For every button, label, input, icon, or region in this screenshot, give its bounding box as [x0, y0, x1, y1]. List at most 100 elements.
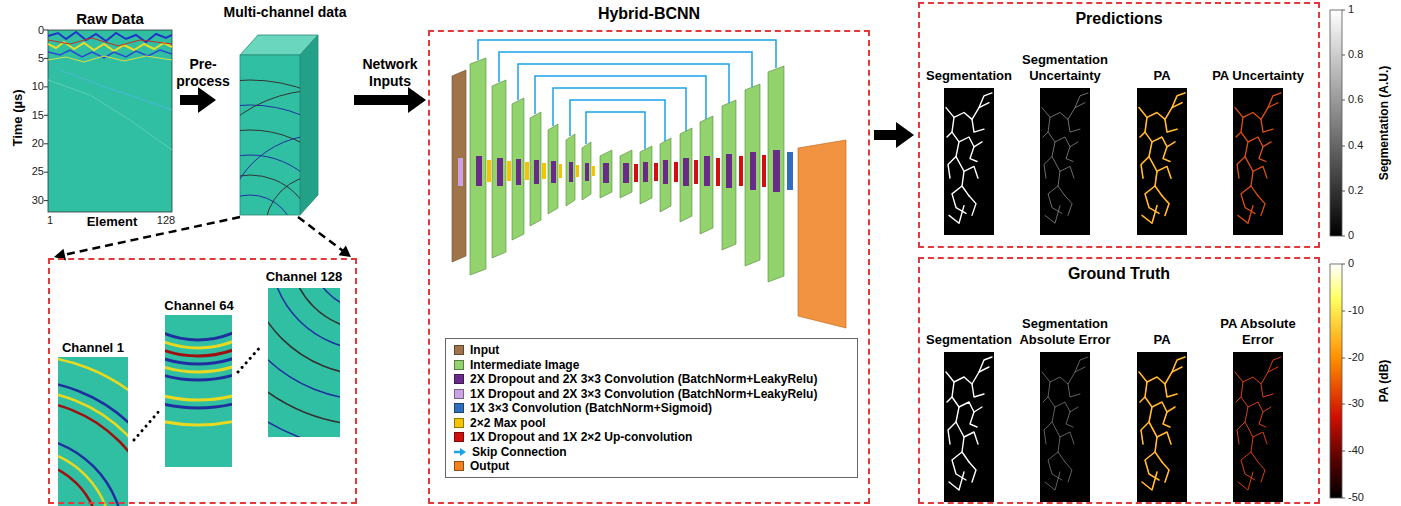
arrow-connector [180, 87, 216, 113]
legend-text: 2X Dropout and 2X 3×3 Convolution (Batch… [470, 372, 817, 386]
network-illustration [674, 162, 678, 182]
network-illustration [745, 84, 760, 266]
network-illustration [534, 160, 539, 184]
legend-box: InputIntermediate Image2X Dropout and 2X… [445, 338, 858, 478]
skip-connection [586, 112, 645, 149]
colorbar [1342, 55, 1345, 56]
channel-images [165, 315, 232, 364]
tick-label: 1 [47, 214, 53, 227]
legend-swatch [454, 403, 464, 413]
legend-row: 1X 3×3 Convolution (BatchNorm+Sigmoid) [454, 401, 849, 416]
data-cube [240, 80, 300, 215]
raw-data-plot [48, 30, 172, 212]
colorbar [1342, 146, 1345, 147]
channel-images [268, 288, 340, 375]
channel-images [268, 288, 340, 425]
tick-label: 10 [32, 80, 44, 93]
tick-label: -40 [1348, 444, 1364, 457]
channel-images [165, 315, 232, 340]
raw-data-plot [44, 115, 48, 116]
raw-data-plot [44, 30, 172, 212]
network-illustration [640, 146, 652, 204]
result-images [1235, 93, 1281, 223]
edge-label: Pre-process [174, 56, 232, 90]
tick-label: 5 [38, 52, 44, 65]
channel-images [165, 315, 232, 380]
node-label: Channel 64 [154, 298, 244, 314]
node-label: Segmentation Uncertainty [1019, 52, 1111, 84]
data-cube [240, 55, 300, 215]
network-illustration [716, 158, 720, 186]
network-illustration [620, 150, 632, 198]
network-illustration [548, 124, 558, 214]
network-illustration [634, 164, 638, 182]
network-illustration [603, 163, 609, 183]
channel-panel: Channel 1Channel 64Channel 128 [48, 258, 357, 504]
tick-label: 0 [1348, 229, 1354, 242]
legend-swatch [454, 461, 464, 471]
tick-label: 25 [32, 165, 44, 178]
channel-images [165, 315, 232, 408]
legend-text: 1X 3×3 Convolution (BatchNorm+Sigmoid) [470, 401, 712, 415]
legend-row: Input [454, 343, 849, 358]
result-images [1233, 88, 1283, 235]
arrowhead [198, 87, 216, 113]
arrowhead [339, 246, 351, 257]
axis-title: Segmentation (A.U.) [1377, 66, 1391, 181]
image-tile: PA Uncertainty [1212, 68, 1304, 235]
legend-row: Output [454, 459, 849, 474]
node-label: Hybrid-BCNN [428, 4, 870, 23]
network-illustration [512, 98, 524, 240]
result-images [1139, 357, 1185, 490]
image-tile: Segmentation Absolute Error [1019, 316, 1111, 502]
channel-images [58, 400, 128, 506]
legend-text: Output [470, 459, 509, 473]
legend-swatch [454, 374, 464, 384]
raw-data-plot [48, 32, 172, 42]
colorbar [1342, 236, 1345, 237]
data-cube [240, 130, 300, 215]
image-tile: PA Absolute Error [1212, 316, 1304, 502]
node-label: Multi-channel data [218, 4, 352, 21]
skip-connection [478, 40, 776, 149]
network-illustration [798, 140, 846, 328]
result-images [1139, 93, 1185, 223]
data-cube [265, 175, 300, 215]
network-illustration [773, 150, 780, 192]
arrow-connector [298, 217, 351, 257]
tick-label: -30 [1348, 397, 1364, 410]
data-cube [240, 105, 300, 215]
result-images [1137, 88, 1187, 235]
channel-images [268, 288, 340, 437]
network-illustration [559, 164, 562, 178]
result-images [1233, 352, 1283, 502]
node-label: Ground Truth [920, 264, 1318, 283]
channel-image: Channel 1 [48, 340, 138, 504]
tick-label: 1 [1348, 3, 1354, 16]
legend-row: 2×2 Max pool [454, 416, 849, 431]
legend-arrow-line [454, 451, 461, 454]
colorbar [1342, 451, 1345, 452]
data-cube [240, 175, 300, 215]
channel-images [165, 315, 232, 372]
raw-data-plot [60, 70, 172, 110]
channel-images [58, 380, 128, 506]
network-illustration [762, 155, 766, 187]
node-label: PA Absolute Error [1212, 316, 1304, 348]
arrowhead [896, 122, 914, 148]
channel-images [58, 357, 128, 506]
legend-text: Skip Connection [472, 445, 567, 459]
tick-label: -50 [1348, 491, 1364, 504]
node-label: PA [1116, 68, 1208, 84]
network-illustration [569, 162, 573, 182]
raw-data-plot [44, 30, 48, 31]
plot-panel: Raw Data [42, 10, 178, 214]
data-cube [240, 135, 300, 215]
tick-label: 0 [38, 24, 44, 37]
colorbar [1342, 100, 1345, 101]
node-label: Predictions [920, 9, 1318, 28]
channel-images [58, 390, 128, 506]
network-illustration [582, 142, 591, 200]
network-illustration [576, 165, 579, 177]
